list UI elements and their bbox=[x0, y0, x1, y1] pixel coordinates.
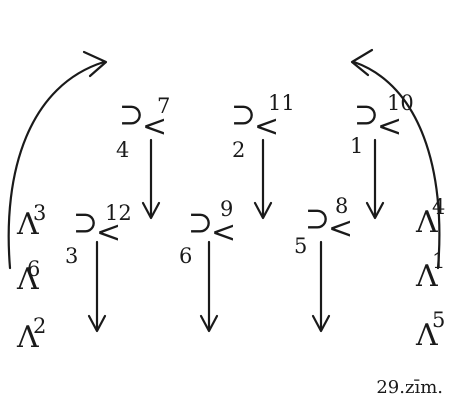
left-curved-arrow bbox=[7, 60, 106, 270]
left-curved-arrowhead bbox=[82, 50, 108, 78]
lambda-symbol: Λ bbox=[16, 207, 39, 242]
cup-symbol: ∪ bbox=[226, 102, 261, 127]
node-subscript: 1 bbox=[350, 134, 363, 158]
lambda-superscript: 3 bbox=[33, 201, 46, 225]
lambda-symbol: Λ bbox=[16, 262, 39, 297]
node-subscript: 6 bbox=[179, 244, 192, 268]
angle-symbol: < bbox=[96, 215, 121, 250]
node-superscript: 10 bbox=[387, 91, 414, 115]
lambda-symbol: Λ bbox=[415, 259, 438, 294]
node-subscript: 3 bbox=[65, 244, 78, 268]
cup-symbol: ∪ bbox=[68, 210, 103, 235]
node-superscript: 8 bbox=[335, 194, 348, 218]
node-superscript: 12 bbox=[105, 201, 132, 225]
angle-symbol: < bbox=[328, 211, 353, 246]
node-subscript: 2 bbox=[232, 138, 245, 162]
down-arrowhead bbox=[365, 201, 385, 220]
node-subscript: 5 bbox=[294, 234, 307, 258]
right-curved-arrow bbox=[352, 60, 441, 270]
down-arrowhead bbox=[141, 201, 161, 220]
bottom-node-2: ∪ < 6 9 bbox=[179, 197, 236, 268]
node-superscript: 7 bbox=[157, 94, 170, 118]
cup-symbol: ∪ bbox=[300, 206, 335, 231]
top-node-1: ∪ < 4 7 bbox=[114, 94, 171, 162]
node-superscript: 9 bbox=[220, 197, 233, 221]
bottom-node-1: ∪ < 3 12 bbox=[65, 201, 132, 268]
lambda-superscript: 2 bbox=[33, 314, 46, 338]
bottom-arrows bbox=[87, 240, 331, 333]
down-arrowhead bbox=[87, 314, 107, 333]
down-arrowhead bbox=[253, 201, 273, 220]
angle-symbol: < bbox=[211, 215, 236, 250]
lambda-superscript: 6 bbox=[27, 257, 40, 281]
down-arrowhead bbox=[199, 314, 219, 333]
lambda-symbol: Λ bbox=[16, 320, 39, 355]
top-node-2: ∪ < 2 11 bbox=[226, 91, 295, 162]
top-node-3: ∪ < 1 10 bbox=[349, 91, 414, 158]
cup-symbol: ∪ bbox=[349, 102, 384, 127]
angle-symbol: < bbox=[142, 109, 167, 144]
angle-symbol: < bbox=[254, 109, 279, 144]
lambda-symbol: Λ bbox=[415, 205, 438, 240]
angle-symbol: < bbox=[377, 109, 402, 144]
lambda-superscript: 4 bbox=[432, 195, 445, 219]
right-curved-arrowhead bbox=[350, 48, 374, 77]
top-arrows bbox=[141, 138, 385, 220]
lambda-superscript: 1 bbox=[432, 249, 445, 273]
left-lambda-stack: Λ 3 Λ 6 Λ 2 bbox=[16, 201, 46, 355]
bottom-node-3: ∪ < 5 8 bbox=[294, 194, 353, 258]
right-lambda-stack: Λ 4 Λ 1 Λ 5 bbox=[415, 195, 445, 353]
node-superscript: 11 bbox=[268, 91, 295, 115]
node-subscript: 4 bbox=[116, 138, 129, 162]
lambda-superscript: 5 bbox=[432, 308, 445, 332]
lambda-symbol: Λ bbox=[415, 318, 438, 353]
cup-symbol: ∪ bbox=[183, 210, 218, 235]
cup-symbol: ∪ bbox=[114, 102, 149, 127]
figure-caption: 29.zīm. bbox=[376, 377, 443, 398]
down-arrowhead bbox=[311, 314, 331, 333]
